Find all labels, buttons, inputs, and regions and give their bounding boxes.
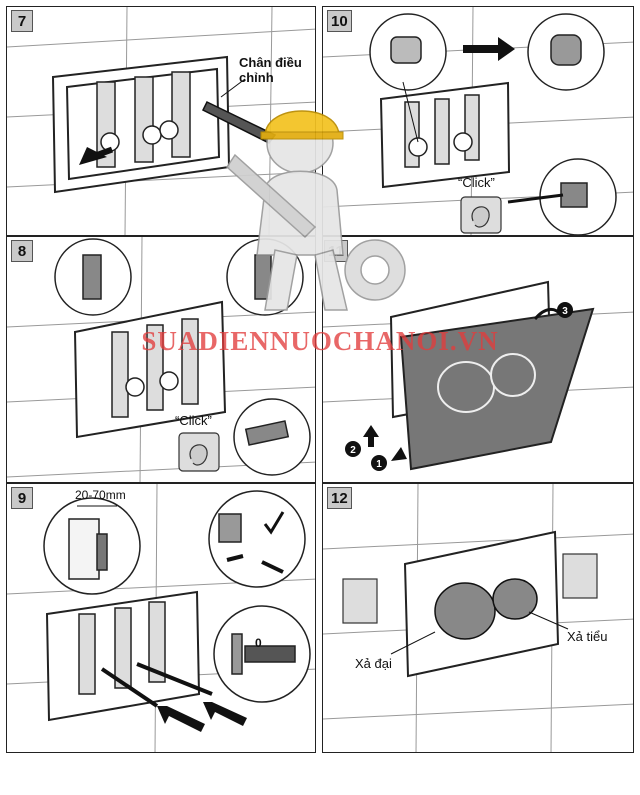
- step-number: 7: [11, 10, 33, 32]
- mascot-worker-icon: [226, 110, 406, 311]
- large-flush-toilet-icon: [342, 578, 378, 624]
- step-number: 10: [327, 10, 352, 32]
- small-flush-toilet-icon: [562, 553, 598, 599]
- marker-1: 1: [376, 459, 382, 470]
- detail-circle-zero: [213, 605, 311, 703]
- large-flush-button: [434, 582, 496, 640]
- panel-step-10: 10 “Click”: [322, 6, 634, 236]
- detail-circle-left: [54, 238, 132, 316]
- click-label: “Click”: [458, 175, 495, 190]
- right-arrow: [463, 37, 515, 61]
- rods: [100, 662, 213, 708]
- step-12-illustration: [323, 484, 633, 752]
- detail-circle-waste: [208, 490, 306, 588]
- step-markers: [345, 302, 573, 471]
- small-flush-label: Xả tiểu: [567, 629, 608, 644]
- flush-buttons: [434, 578, 538, 640]
- gear-icon: [344, 239, 406, 301]
- marker-3: 3: [562, 306, 568, 317]
- large-flush-label: Xả đại: [355, 656, 392, 671]
- detail-circle-gap: [43, 497, 141, 595]
- flush-buttons: [437, 353, 536, 413]
- detail-circle-before: [369, 13, 447, 91]
- ear-icon: [178, 432, 220, 472]
- adjustment-foot-label: Chân điều chỉnh: [239, 55, 302, 85]
- step-number: 9: [11, 487, 33, 509]
- detail-circle-after: [527, 13, 605, 91]
- step-number: 12: [327, 487, 352, 509]
- step-9-illustration: [7, 484, 315, 752]
- small-flush-button: [492, 578, 538, 620]
- click-label: “Click”: [175, 413, 212, 428]
- step-number: 8: [11, 240, 33, 262]
- step-10-illustration: [323, 7, 633, 235]
- hard-hat-icon: [264, 110, 340, 136]
- push-arrows: [157, 702, 247, 732]
- marker-2: 2: [350, 445, 356, 456]
- detail-circle-click: [233, 398, 311, 476]
- ear-icon: [460, 196, 502, 234]
- panel-step-9: 9 20-70: [6, 483, 316, 753]
- watermark: SUADIENNUOCHANOI.VN: [141, 326, 499, 356]
- mounting-clips: [100, 120, 179, 152]
- panel-step-12: 12 Xả đại Xả tiểu: [322, 483, 634, 753]
- gap-dimension-label: 20-70mm: [75, 488, 126, 502]
- zero-gap-label: 0: [255, 636, 262, 650]
- step-11-illustration: 1 2 3: [323, 280, 633, 471]
